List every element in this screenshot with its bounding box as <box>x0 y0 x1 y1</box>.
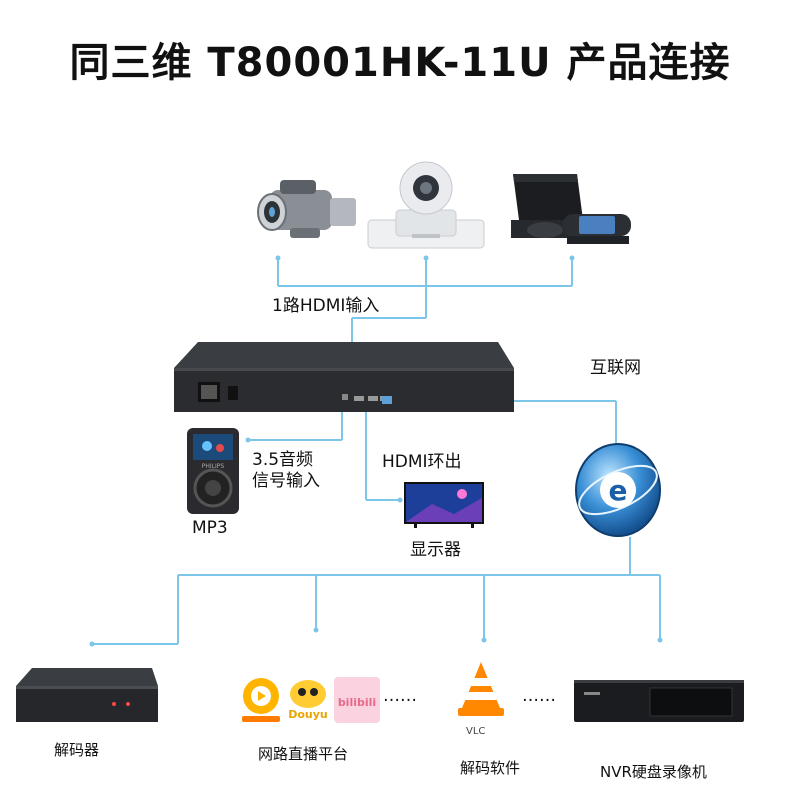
nvr-recorder-image <box>574 680 744 722</box>
decoder-label: 解码器 <box>54 741 100 759</box>
audio-input-label-line2: 信号输入 <box>252 471 320 491</box>
internet-label: 互联网 <box>590 358 641 378</box>
mp3-label: MP3 <box>192 518 228 538</box>
decode-software-label: 解码软件 <box>460 759 521 777</box>
bilibili-logo-icon: bilibili <box>334 677 380 723</box>
douyu-logo-icon: Douyu <box>288 680 328 721</box>
software-ellipsis: …… <box>522 686 556 706</box>
decoder-device-image <box>16 668 158 722</box>
philips-brand-text: PHILIPS <box>202 463 225 470</box>
platforms-ellipsis: …… <box>383 686 417 706</box>
bilibili-text: bilibili <box>338 696 376 709</box>
live-platform-label: 网路直播平台 <box>258 745 349 763</box>
display-label: 显示器 <box>410 540 461 560</box>
nvr-label: NVR硬盘录像机 <box>600 763 707 781</box>
internet-globe-icon: e <box>575 443 661 537</box>
douyu-text: Douyu <box>288 708 328 721</box>
mp3-player-image: PHILIPS <box>187 428 239 514</box>
display-monitor-image <box>404 482 484 528</box>
encoder-device-image <box>174 342 514 412</box>
hdmi-input-label: 1路HDMI输入 <box>272 296 380 316</box>
audio-input-label-line1: 3.5音频 <box>252 450 314 470</box>
game-console-image <box>511 174 631 244</box>
ptz-camera-image <box>367 161 485 249</box>
hdmi-output-label: HDMI环出 <box>382 452 462 472</box>
svg-text:e: e <box>609 474 628 507</box>
huya-logo-icon <box>242 678 280 722</box>
camcorder-image <box>257 180 356 238</box>
vlc-cone-icon <box>458 662 504 716</box>
page-title: 同三维 T80001HK-11U 产品连接 <box>69 40 731 86</box>
vlc-label: VLC <box>466 726 486 737</box>
